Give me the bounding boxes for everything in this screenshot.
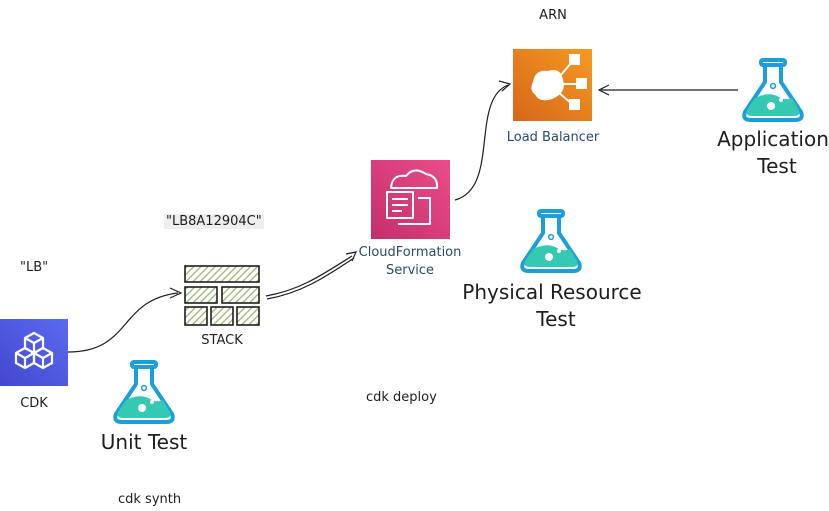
application-test-flask-icon [742, 58, 804, 122]
connector-cloudformation-to-load-balancer [454, 80, 512, 201]
cloudformation-label-line2: Service [385, 263, 435, 278]
unit-test-label: Unit Test [100, 430, 188, 454]
unit-test-flask-icon [113, 360, 175, 424]
arn-label: ARN [539, 8, 567, 23]
cdk-deploy-label: cdk deploy [366, 390, 437, 405]
physical-resource-test-flask-icon [520, 209, 582, 273]
logical-id-label: "LB8A12904C" [164, 214, 264, 229]
connector-stack-to-cloudformation [265, 251, 358, 300]
connector-cdk-to-stack [67, 287, 183, 353]
stack-label: STACK [201, 333, 243, 348]
cdk-synth-label: cdk synth [118, 492, 182, 507]
application-test-label-line1: Application [717, 127, 829, 151]
load-balancer-label: Load Balancer [506, 130, 600, 145]
stack-bricks-icon [184, 265, 260, 326]
physical-resource-test-label-line2: Test [536, 307, 576, 331]
cloudformation-icon [371, 160, 450, 239]
physical-resource-test-label-line1: Physical Resource [462, 280, 642, 304]
cloudformation-label-line1: CloudFormation [358, 245, 462, 260]
cdk-label: CDK [20, 396, 48, 411]
application-test-label-line2: Test [757, 154, 797, 178]
load-balancer-icon [513, 49, 592, 121]
cdk-cubes-icon [0, 319, 68, 386]
construct-id-label: "LB" [20, 260, 49, 275]
connector-application-test-to-load-balancer [597, 84, 738, 96]
